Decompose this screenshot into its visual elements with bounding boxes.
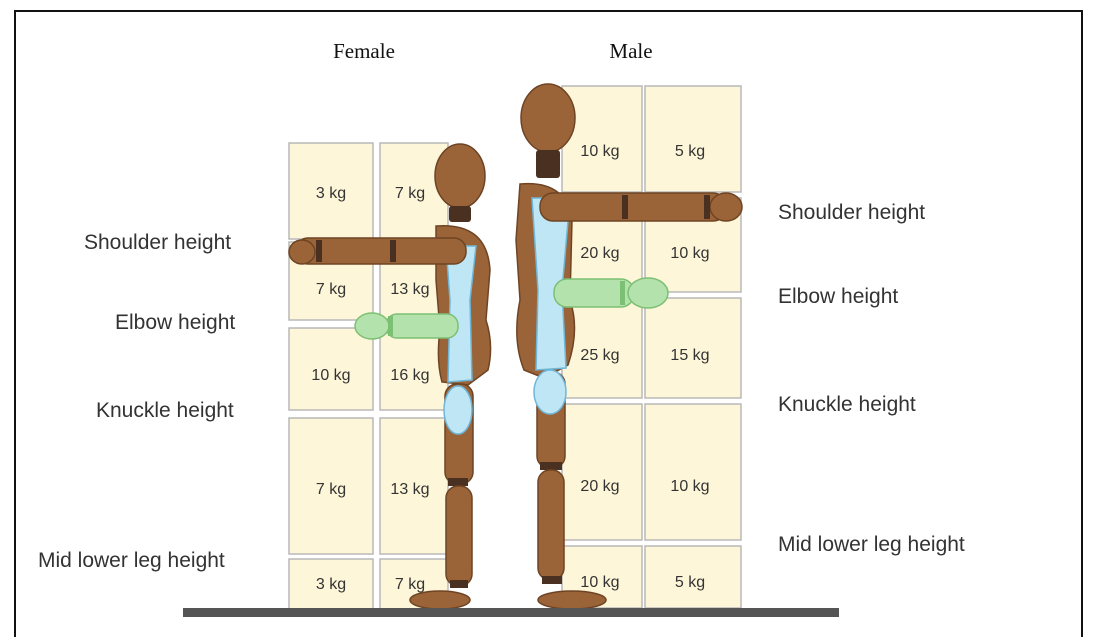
female-weight-0-left: 3 kg — [316, 185, 346, 202]
male-weight-2-left: 25 kg — [580, 347, 619, 364]
female-weight-0-right: 7 kg — [395, 185, 425, 202]
female-knuckle-height-label: Knuckle height — [96, 399, 234, 422]
floor-line — [183, 608, 839, 617]
male-weight-3-right: 10 kg — [670, 478, 709, 495]
female-weight-grid: 3 kg 7 kg 7 kg 13 kg 10 kg 16 kg 7 kg 13 kg 3 kg… — [289, 143, 448, 609]
female-header: Female — [333, 39, 395, 63]
male-knuckle-height-label: Knuckle height — [778, 393, 916, 416]
male-weight-1-left: 20 kg — [580, 245, 619, 262]
female-weight-1-right: 13 kg — [390, 281, 429, 298]
male-mid-lower-leg-height-label: Mid lower leg height — [778, 533, 965, 556]
male-weight-1-right: 10 kg — [670, 245, 709, 262]
male-box-0-left — [562, 86, 642, 192]
female-elbow-height-label: Elbow height — [115, 311, 235, 334]
male-box-3-left — [562, 404, 642, 540]
male-shoulder-height-label: Shoulder height — [778, 201, 925, 224]
female-weight-3-left: 7 kg — [316, 481, 346, 498]
female-mid-lower-leg-height-label: Mid lower leg height — [38, 549, 225, 572]
female-weight-4-right: 7 kg — [395, 576, 425, 593]
male-weight-grid: 10 kg 5 kg 20 kg 10 kg 25 kg 15 kg 20 kg 10 kg 1… — [562, 86, 741, 608]
female-weight-3-right: 13 kg — [390, 481, 429, 498]
male-weight-3-left: 20 kg — [580, 478, 619, 495]
male-box-0-right — [645, 86, 741, 192]
male-weight-4-left: 10 kg — [580, 574, 619, 591]
female-shoulder-height-label: Shoulder height — [84, 231, 231, 254]
female-weight-2-right: 16 kg — [390, 367, 429, 384]
male-elbow-height-label: Elbow height — [778, 285, 898, 308]
male-weight-0-left: 10 kg — [580, 143, 619, 160]
female-weight-4-left: 3 kg — [316, 576, 346, 593]
male-header: Male — [609, 39, 652, 63]
female-weight-2-left: 10 kg — [311, 367, 350, 384]
female-weight-1-left: 7 kg — [316, 281, 346, 298]
male-weight-4-right: 5 kg — [675, 574, 705, 591]
male-weight-0-right: 5 kg — [675, 143, 705, 160]
male-weight-2-right: 15 kg — [670, 347, 709, 364]
male-box-3-right — [645, 404, 741, 540]
